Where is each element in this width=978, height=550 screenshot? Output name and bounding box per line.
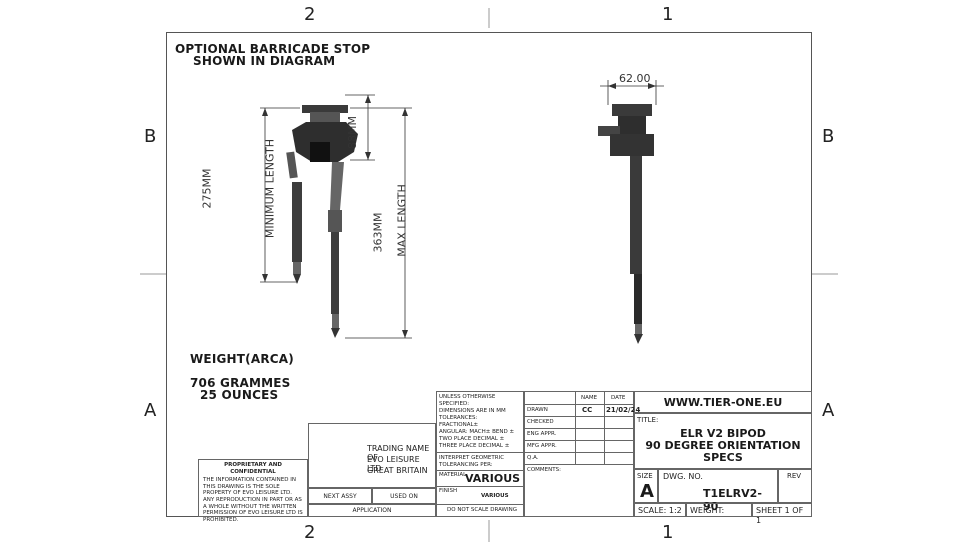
sheet-cell: SHEET 1 OF 1 [752,503,812,525]
rev-label: REV [787,472,802,480]
material-value: VARIOUS [465,472,521,485]
min-length-value: 275MM [200,168,214,209]
bipod-front-view [598,80,664,344]
size-label: SIZE [637,472,653,480]
zone-marker-right-a: A [822,400,835,421]
website-cell: WWW.TIER-ONE.EU [634,391,812,413]
min-length-label: MINIMUM LENGTH [263,138,277,239]
trading-line2: EVO LEISURE LTD [367,455,420,473]
trading-line3: GREAT BRITAIN [367,466,428,475]
title-label: TITLE: [637,416,659,424]
comments-label: COMMENTS: [527,467,561,473]
proprietary-text: THE INFORMATION CONTAINED IN THIS DRAWIN… [203,477,303,523]
next-assy-cell: NEXT ASSY [308,488,372,504]
zone-marker-top-1: 1 [662,4,674,25]
drawn-date: 21/02/24 [606,406,641,414]
date-header: DATE [611,395,626,401]
barricade-note-line2: SHOWN IN DIAGRAM [193,54,336,68]
sheet-label: SHEET 1 OF 1 [756,506,804,525]
three-place: THREE PLACE DECIMAL ± [439,443,510,449]
title-line3: SPECS [703,451,743,465]
website: WWW.TIER-ONE.EU [663,396,783,409]
finish-value: VARIOUS [481,493,509,499]
scale-cell: SCALE: 1:2 [634,503,686,517]
width-dim-value: 62.00 [619,72,651,85]
weight-label: WEIGHT: [690,506,725,515]
size-cell: SIZE A [634,469,658,503]
checked-label: CHECKED [527,419,554,425]
title-cell: TITLE: ELR V2 BIPOD 90 DEGREE ORIENTATIO… [634,413,812,469]
scale-label: SCALE: 1:2 [638,506,682,515]
weight-cell: WEIGHT: [686,503,752,517]
zone-marker-right-b: B [822,126,835,147]
approvals-block: NAME DATE DRAWN CC 21/02/24 CHECKED ENG … [524,391,640,517]
qa-label: Q.A. [527,455,539,461]
angular: ANGULAR: MACH± BEND ± [439,429,515,435]
max-length-value: 363MM [371,212,385,253]
weight-title: WEIGHT(ARCA) [190,352,294,366]
barricade-note-line1: OPTIONAL BARRICADE STOP [175,42,371,56]
trading-line1: TRADING NAME OF [367,444,430,462]
proprietary-block: PROPRIETARY AND CONFIDENTIAL THE INFORMA… [198,459,308,523]
finish-label: FINISH [439,488,458,494]
title-line2: 90 DEGREE ORIENTATION [645,439,801,453]
zone-marker-bottom-1: 1 [662,522,674,543]
zone-marker-left-b: B [144,126,157,147]
weight-ounces: 25 OUNCES [200,388,279,402]
weight-grams: 706 GRAMMES [190,376,291,390]
bipod-side-view [260,94,412,339]
size-value: A [640,481,654,502]
zone-marker-bottom-2: 2 [304,522,316,543]
dims-in-mm: DIMENSIONS ARE IN MM [439,408,506,414]
eng-appr-label: ENG APPR. [527,431,557,437]
next-assy-label: NEXT ASSY [323,493,357,500]
tolerance-block: UNLESS OTHERWISE SPECIFIED: DIMENSIONS A… [436,391,524,517]
unless-specified: UNLESS OTHERWISE SPECIFIED: [439,394,496,407]
zone-marker-left-a: A [144,400,157,421]
drawn-label: DRAWN [527,407,548,413]
used-on-label: USED ON [390,493,418,500]
rev-cell: REV [778,469,812,503]
max-length-label: MAX LENGTH [395,184,409,257]
used-on-cell: USED ON [372,488,436,504]
name-header: NAME [581,395,598,401]
trading-block: TRADING NAME OF EVO LEISURE LTD GREAT BR… [308,423,436,488]
dwg-no-label: DWG. NO. [663,472,703,481]
title-line1: ELR V2 BIPOD [680,427,766,440]
interpret: INTERPRET GEOMETRIC TOLERANCING PER: [439,455,505,468]
material-label: MATERIAL [439,472,467,478]
mfg-appr-label: MFG APPR. [527,443,557,449]
tolerances: TOLERANCES: [439,415,478,421]
application-cell: APPLICATION [308,504,436,517]
fractional: FRACTIONAL± [439,422,479,428]
top-dim-value: 88MM [345,116,359,149]
zone-marker-top-2: 2 [304,4,316,25]
drawn-name: CC [582,406,593,414]
do-not-scale: DO NOT SCALE DRAWING [447,507,517,513]
two-place: TWO PLACE DECIMAL ± [439,436,505,442]
proprietary-heading: PROPRIETARY AND CONFIDENTIAL [224,462,282,475]
dwg-no-cell: DWG. NO. T1ELRV2-90 [658,469,778,513]
application-label: APPLICATION [352,507,392,514]
